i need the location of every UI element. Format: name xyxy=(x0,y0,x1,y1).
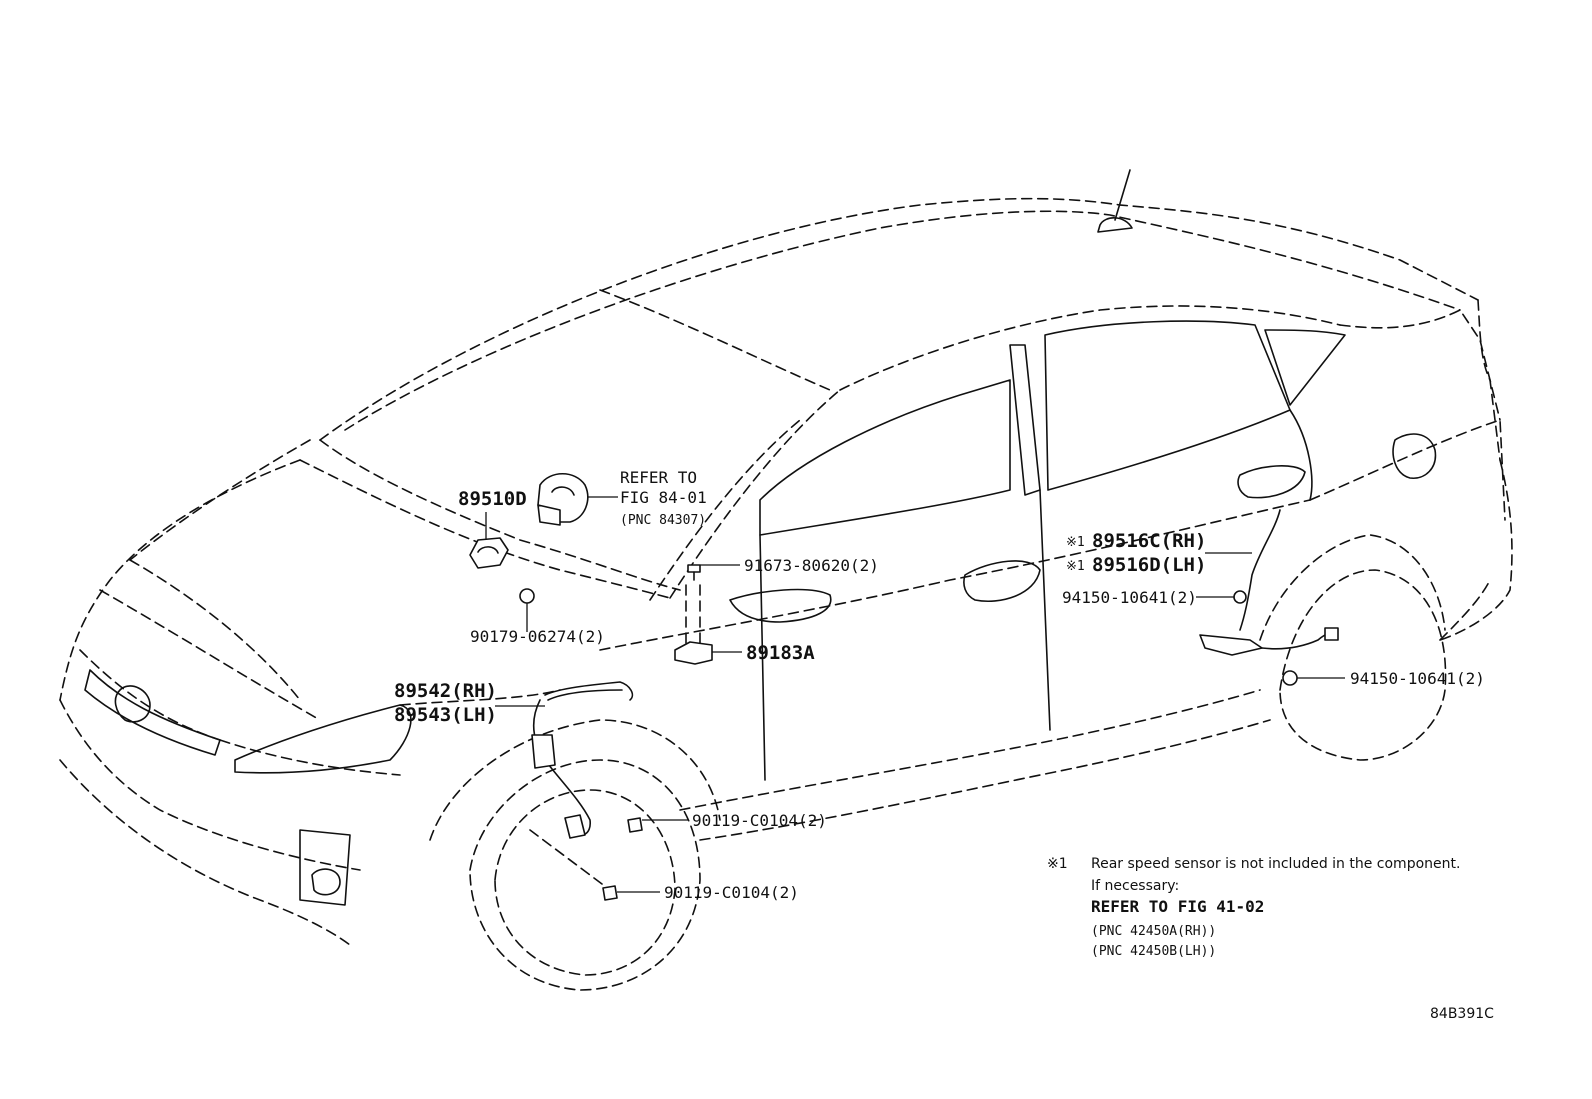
mark-lh: ※1 xyxy=(1066,559,1085,574)
bolt-90119-a xyxy=(627,817,643,833)
label-89516D: 89516D(LH) xyxy=(1092,554,1206,576)
bolt-91673 xyxy=(687,564,701,581)
label-94150-b: 94150-10641(2) xyxy=(1350,669,1485,688)
bolt-90119-b xyxy=(602,885,618,901)
footnote-line2: If necessary: xyxy=(1091,878,1179,894)
label-90119-a: 90119-C0104(2) xyxy=(692,811,827,830)
label-refer-pnc: (PNC 84307) xyxy=(620,513,706,528)
part-89183A-sensor xyxy=(674,584,713,665)
leader-lines xyxy=(485,496,1345,893)
label-90119-b: 90119-C0104(2) xyxy=(664,883,799,902)
part-89510D-sensor xyxy=(469,537,509,569)
label-91673: 91673-80620(2) xyxy=(744,556,879,575)
footnote-line5: (PNC 42450B(LH)) xyxy=(1091,944,1216,959)
callout-labels: 89510D REFER TO FIG 84-01 (PNC 84307) 91… xyxy=(394,468,1485,902)
label-89542: 89542(RH) xyxy=(394,680,497,702)
part-steering-sensor xyxy=(537,472,589,526)
car-outline xyxy=(59,169,1513,991)
label-89516C: 89516C(RH) xyxy=(1092,530,1206,552)
footnote-line1: Rear speed sensor is not included in the… xyxy=(1091,856,1460,872)
label-90179: 90179-06274(2) xyxy=(470,627,605,646)
footnote-mark: ※1 xyxy=(1047,856,1068,872)
nut-90179 xyxy=(519,588,535,604)
label-89510D: 89510D xyxy=(458,488,527,510)
label-89543: 89543(LH) xyxy=(394,704,497,726)
label-refer-fig: FIG 84-01 xyxy=(620,488,707,507)
footnote-line3: REFER TO FIG 41-02 xyxy=(1091,897,1264,916)
figure-id: 84B391C xyxy=(1430,1006,1494,1022)
label-89183A: 89183A xyxy=(746,642,815,664)
mark-rh: ※1 xyxy=(1066,535,1085,550)
nut-94150-b xyxy=(1282,670,1298,686)
label-refer-to: REFER TO xyxy=(620,468,697,487)
footnote: ※1 Rear speed sensor is not included in … xyxy=(1047,856,1460,959)
parts xyxy=(469,472,1339,901)
label-94150-a: 94150-10641(2) xyxy=(1062,588,1197,607)
part-front-speed-sensor xyxy=(529,681,634,891)
footnote-line4: (PNC 42450A(RH)) xyxy=(1091,924,1216,939)
nut-94150-a xyxy=(1233,590,1247,604)
part-rear-speed-sensor xyxy=(1199,509,1339,656)
